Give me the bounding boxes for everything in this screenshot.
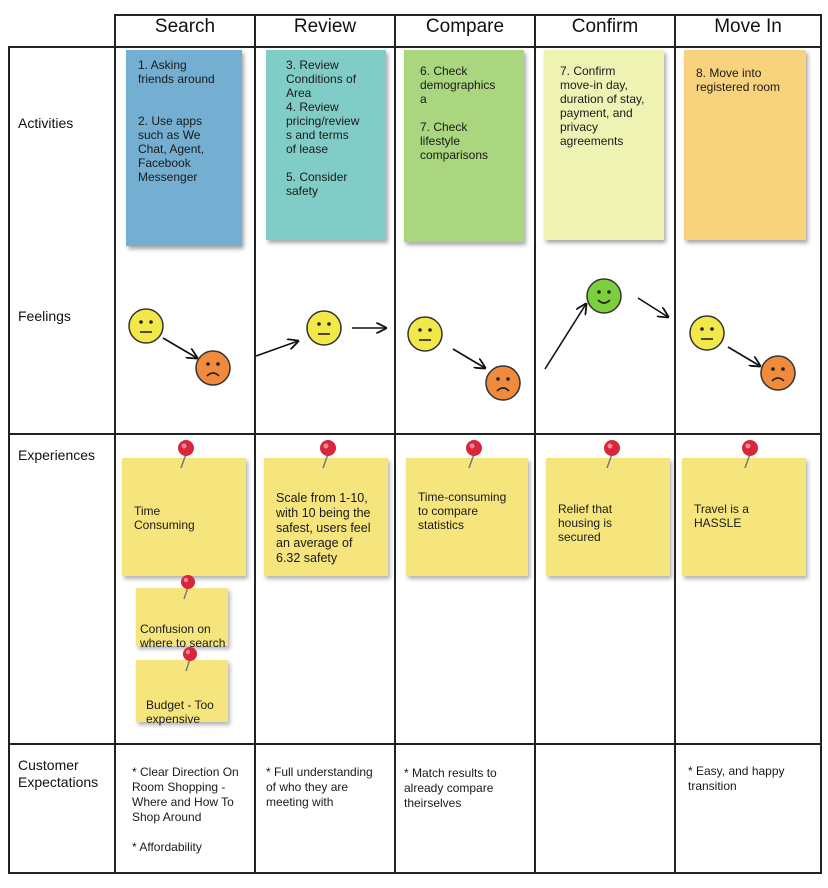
row-label-activities: Activities (18, 115, 74, 131)
experience-text: Time-consuming to compare statistics (418, 490, 507, 532)
pushpin-icon (181, 575, 195, 600)
arrow-compare-down (452, 348, 485, 368)
happy-face-icon (586, 278, 622, 314)
pushpin-icon (183, 647, 197, 672)
stage-header-search: Search (154, 16, 216, 37)
activity-note-review: 3. Review Conditions of Area 4. Review p… (266, 50, 386, 240)
row-label-experiences: Experiences (18, 447, 96, 463)
sad-face-icon (485, 365, 521, 401)
experience-text: Time Consuming (134, 504, 195, 532)
experience-note-search: Time Consuming (122, 458, 246, 576)
pushpin-icon (466, 440, 482, 469)
stage-header-review: Review (293, 16, 357, 37)
pushpin-icon (320, 440, 336, 469)
grid-line-top (114, 14, 822, 16)
grid-line-bottom (8, 872, 822, 874)
stage-header-confirm: Confirm (571, 16, 639, 37)
activity-note-search: 1. Asking friends around 2. Use apps suc… (126, 50, 242, 246)
grid-line-feelings-bottom (8, 433, 822, 435)
experience-note-confusion: Confusion on where to search (136, 588, 228, 650)
grid-line-experiences-bottom (8, 743, 822, 745)
arrow-search-down (162, 337, 197, 358)
arrow-search-to-review (255, 341, 298, 357)
neutral-face-icon (306, 310, 342, 346)
experience-text: Budget - Too expensive (146, 698, 214, 726)
arrow-compare-to-confirm (544, 304, 586, 370)
grid-line-left (8, 46, 10, 874)
expectation-compare: * Match results to already compare their… (404, 766, 497, 810)
grid-line-right (820, 14, 822, 874)
grid-line-col-2 (254, 14, 256, 874)
experience-text: Relief that housing is secured (558, 502, 613, 544)
neutral-face-icon (689, 315, 725, 351)
activity-note-confirm: 7. Confirm move-in day, duration of stay… (544, 50, 664, 240)
arrow-confirm-to-move-in (637, 297, 668, 317)
experience-note-confirm: Relief that housing is secured (546, 458, 670, 576)
grid-line-header-bottom (8, 46, 822, 48)
pushpin-icon (742, 440, 758, 469)
experience-text: Travel is a HASSLE (694, 502, 749, 530)
experience-note-review: Scale from 1-10, with 10 being the safes… (264, 458, 388, 576)
expectation-move-in: * Easy, and happy transition (688, 764, 785, 793)
pushpin-icon (604, 440, 620, 469)
sad-face-icon (195, 350, 231, 386)
pushpin-icon (178, 440, 194, 469)
experience-text: Scale from 1-10, with 10 being the safes… (276, 491, 371, 565)
grid-line-col-5 (674, 14, 676, 874)
expectation-review: * Full understanding of who they are mee… (266, 765, 373, 809)
grid-line-col-4 (534, 14, 536, 874)
activity-note-compare: 6. Check demographics a 7. Check lifesty… (404, 50, 524, 242)
neutral-face-icon (407, 316, 443, 352)
grid-line-col-3 (394, 14, 396, 874)
experience-note-budget: Budget - Too expensive (136, 660, 228, 726)
row-label-expectations: Customer Expectations (18, 757, 99, 790)
stage-header-compare: Compare (425, 16, 505, 37)
row-label-feelings: Feelings (18, 308, 71, 324)
experience-text: Confusion on where to search (140, 622, 226, 650)
experience-note-compare: Time-consuming to compare statistics (406, 458, 528, 576)
neutral-face-icon (128, 308, 164, 344)
sad-face-icon (760, 355, 796, 391)
grid-line-col-1 (114, 14, 116, 874)
experience-note-move-in: Travel is a HASSLE (682, 458, 806, 576)
expectation-search: * Clear Direction On Room Shopping - Whe… (132, 765, 239, 854)
stage-header-move-in: Move In (714, 16, 782, 37)
activity-note-move-in: 8. Move into registered room (684, 50, 806, 240)
arrow-move-in-down (727, 346, 760, 366)
